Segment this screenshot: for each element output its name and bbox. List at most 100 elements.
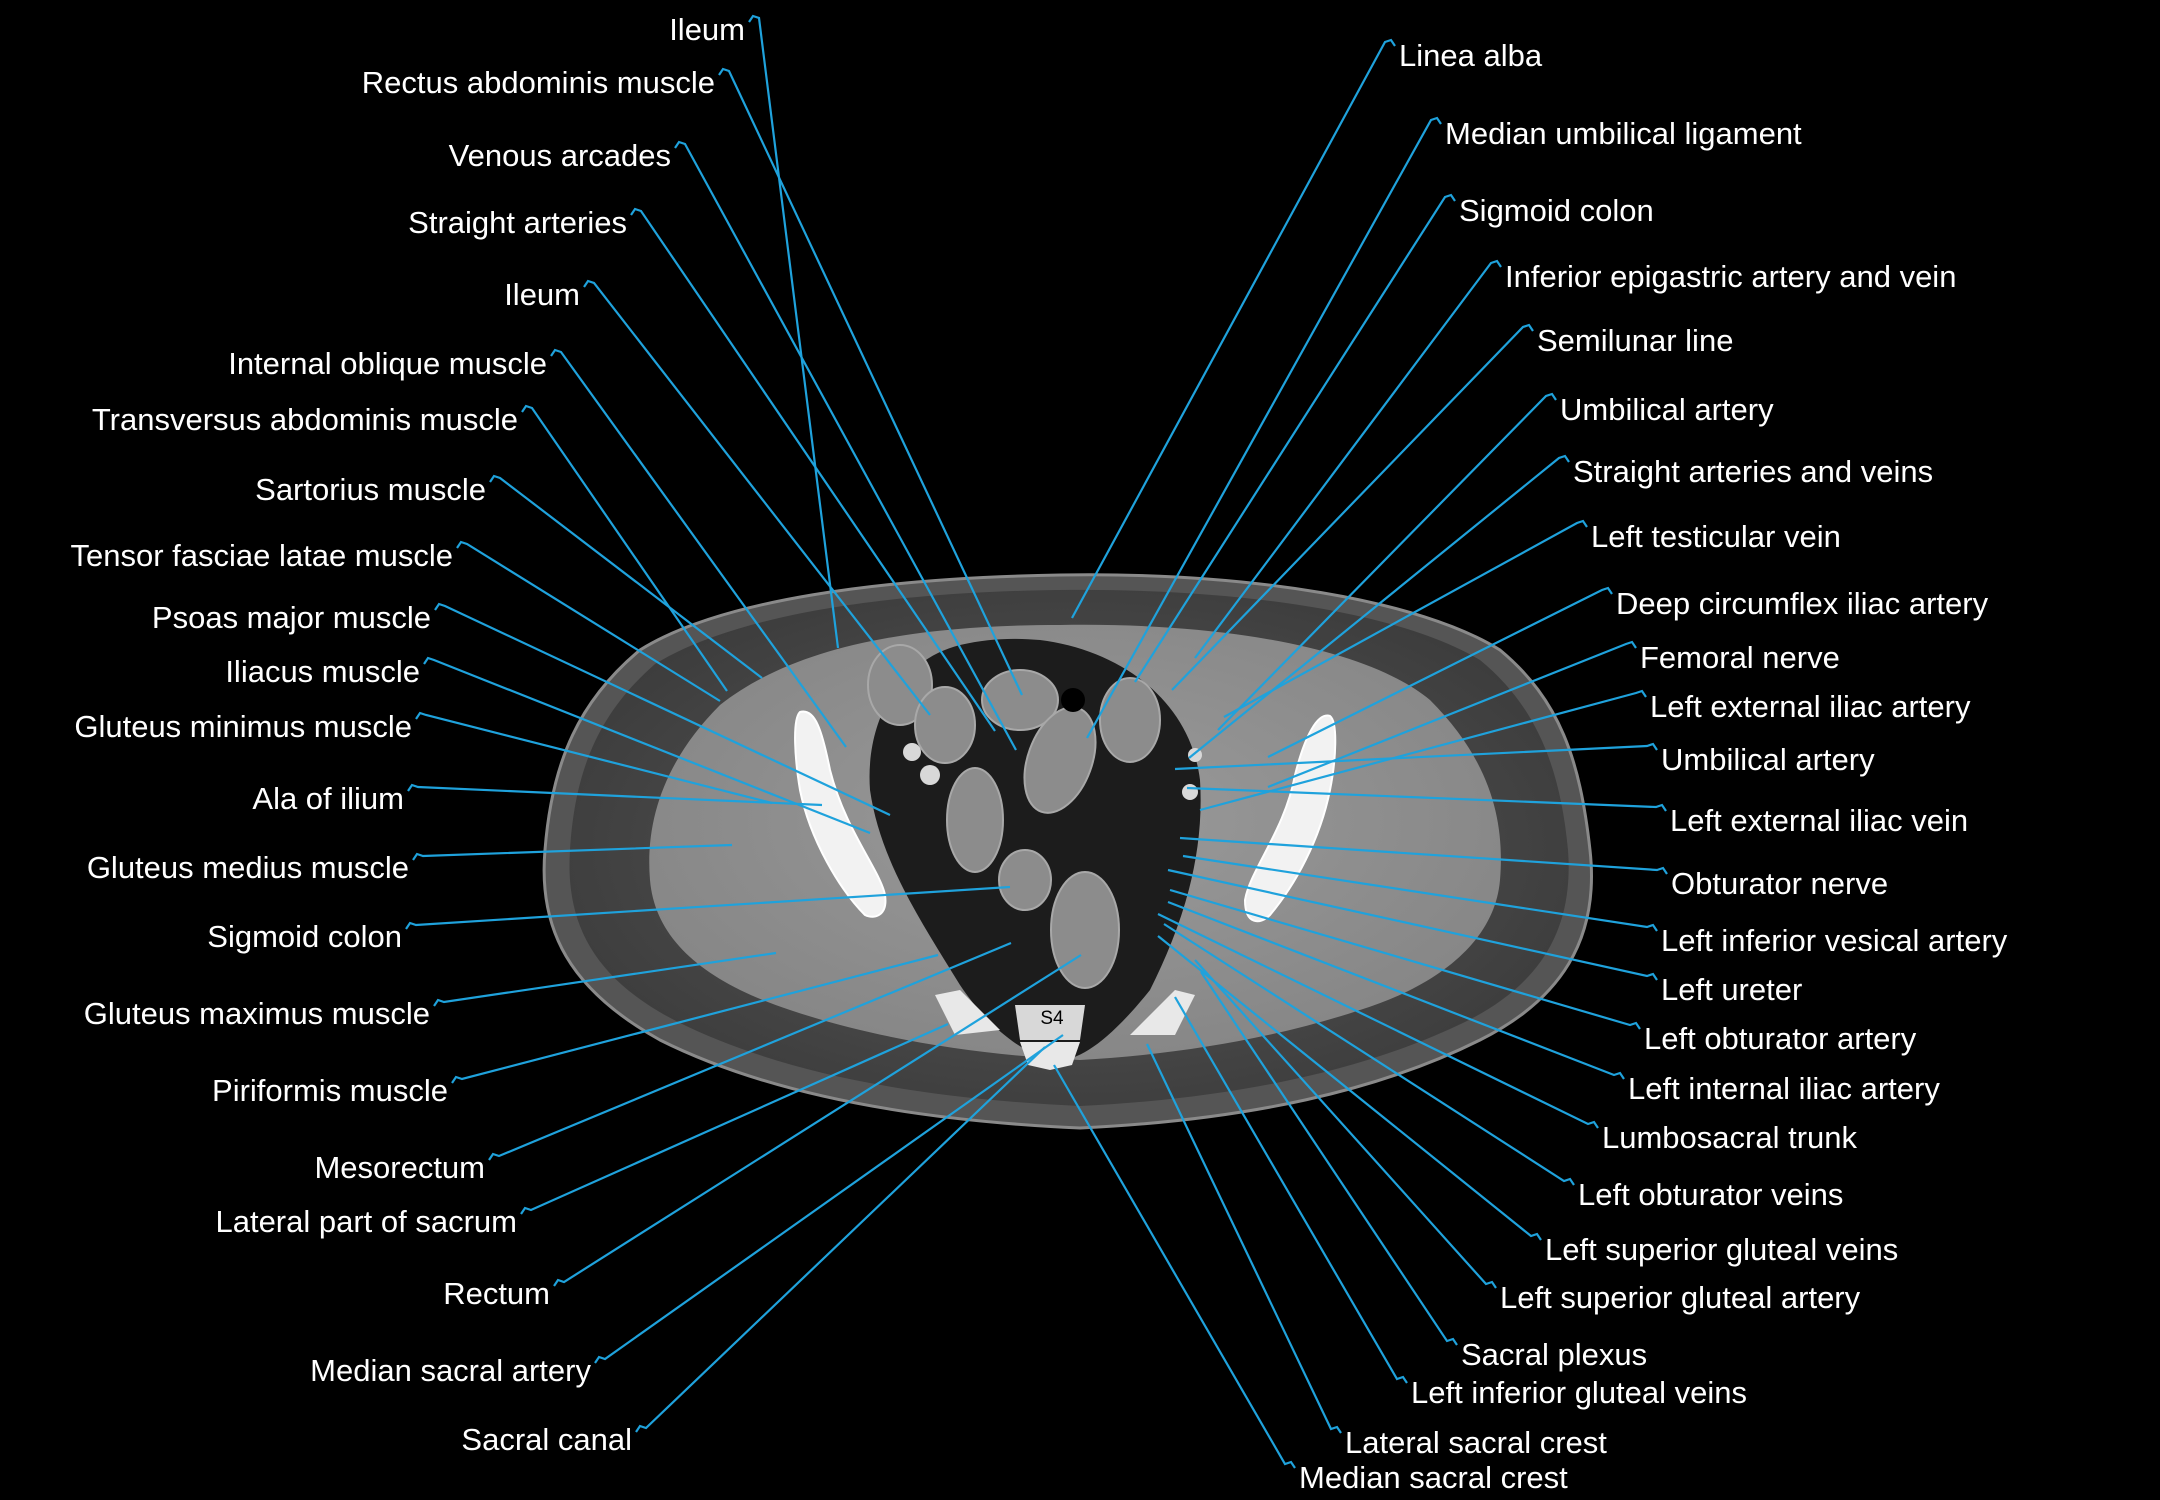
leader-line-left-rectum (553, 954, 1082, 1287)
label-left-rectus-abdominis-muscle: Rectus abdominis muscle (362, 65, 715, 100)
bowel-loops (867, 644, 1161, 989)
label-left-transversus-abdominis-muscle: Transversus abdominis muscle (92, 402, 518, 437)
leader-line-left-transversus-abdominis-muscle (521, 404, 728, 692)
label-right-straight-arteries-and-veins: Straight arteries and veins (1573, 454, 1933, 489)
label-right-femoral-nerve: Femoral nerve (1640, 640, 1840, 675)
leader-line-left-lateral-part-of-sacrum (520, 1022, 949, 1215)
label-left-median-sacral-artery: Median sacral artery (310, 1353, 591, 1388)
leader-line-right-obturator-nerve (1179, 836, 1668, 875)
leader-line-left-iliacus-muscle (423, 656, 871, 835)
label-left-gluteus-medius-muscle: Gluteus medius muscle (87, 850, 409, 885)
label-left-rectum: Rectum (443, 1276, 550, 1311)
leader-line-left-sartorius-muscle (489, 474, 763, 679)
leader-line-right-left-external-iliac-vein (1186, 786, 1667, 812)
label-left-ala-of-ilium: Ala of ilium (252, 781, 404, 816)
leader-line-left-ileum (583, 279, 931, 716)
leader-line-left-venous-arcades (674, 140, 1017, 751)
leader-line-right-left-obturator-veins (1163, 923, 1575, 1186)
leader-line-left-internal-oblique-muscle (550, 348, 847, 748)
leader-line-left-ala-of-ilium (407, 783, 823, 807)
label-right-left-testicular-vein: Left testicular vein (1591, 519, 1841, 554)
ct-slice: S4 (542, 573, 1593, 1130)
leader-line-left-mesorectum (488, 941, 1012, 1161)
label-right-left-obturator-veins: Left obturator veins (1578, 1177, 1843, 1212)
label-left-mesorectum: Mesorectum (314, 1150, 485, 1185)
leader-line-right-left-superior-gluteal-artery (1194, 959, 1497, 1289)
leader-line-left-straight-arteries (630, 207, 996, 732)
label-left-internal-oblique-muscle: Internal oblique muscle (228, 346, 547, 381)
label-right-median-umbilical-ligament: Median umbilical ligament (1445, 116, 1802, 151)
label-right-deep-circumflex-iliac-artery: Deep circumflex iliac artery (1616, 586, 1989, 621)
label-right-sigmoid-colon: Sigmoid colon (1459, 193, 1654, 228)
leader-line-left-gluteus-maximus-muscle (433, 951, 777, 1007)
leader-line-left-sacral-canal (635, 1046, 1046, 1433)
label-right-left-superior-gluteal-artery: Left superior gluteal artery (1500, 1280, 1861, 1315)
label-left-gluteus-maximus-muscle: Gluteus maximus muscle (84, 996, 430, 1031)
label-right-umbilical-artery: Umbilical artery (1560, 392, 1774, 427)
leader-line-right-lateral-sacral-crest (1146, 1043, 1342, 1434)
label-left-ileum: Ileum (504, 277, 580, 312)
leader-line-right-lumbosacral-trunk (1157, 913, 1599, 1129)
leader-line-left-median-sacral-artery (594, 1034, 1064, 1364)
leader-line-left-gluteus-medius-muscle (412, 843, 733, 861)
label-right-median-sacral-crest: Median sacral crest (1299, 1460, 1568, 1495)
leader-line-left-gluteus-minimus-muscle (415, 711, 773, 805)
leader-line-right-linea-alba (1071, 38, 1396, 619)
label-right-lateral-sacral-crest: Lateral sacral crest (1345, 1425, 1607, 1460)
label-right-left-superior-gluteal-veins: Left superior gluteal veins (1545, 1232, 1898, 1267)
bowel-gas (1061, 688, 1085, 712)
leader-line-left-piriformis-muscle (451, 953, 939, 1084)
leader-line-right-deep-circumflex-iliac-artery (1267, 586, 1613, 758)
leader-line-right-sigmoid-colon (1134, 193, 1456, 683)
label-left-venous-arcades: Venous arcades (449, 138, 671, 173)
label-left-sacral-canal: Sacral canal (461, 1422, 632, 1457)
leader-line-right-straight-arteries-and-veins (1188, 454, 1570, 759)
label-right-left-inferior-gluteal-veins: Left inferior gluteal veins (1411, 1375, 1747, 1410)
leader-line-right-left-obturator-artery (1169, 888, 1641, 1030)
label-right-inferior-epigastric-artery-and-vein: Inferior epigastric artery and vein (1505, 259, 1956, 294)
label-left-gluteus-minimus-muscle: Gluteus minimus muscle (74, 709, 412, 744)
leader-line-right-semilunar-line (1171, 323, 1534, 691)
right-ilium-bone (794, 710, 887, 918)
label-left-sigmoid-colon: Sigmoid colon (207, 919, 402, 954)
leader-line-left-ileum (748, 14, 840, 649)
leader-line-right-left-inferior-gluteal-veins (1174, 996, 1408, 1384)
label-right-lumbosacral-trunk: Lumbosacral trunk (1602, 1120, 1858, 1155)
leader-line-left-psoas-major-muscle (434, 602, 891, 816)
leader-line-right-left-superior-gluteal-veins (1157, 935, 1542, 1241)
label-right-sacral-plexus: Sacral plexus (1461, 1337, 1647, 1372)
leader-line-right-left-ureter (1167, 868, 1658, 981)
leader-line-left-sigmoid-colon (405, 885, 1011, 930)
leader-line-right-femoral-nerve (1267, 640, 1637, 789)
label-left-psoas-major-muscle: Psoas major muscle (152, 600, 431, 635)
label-right-obturator-nerve: Obturator nerve (1671, 866, 1888, 901)
leader-line-left-rectus-abdominis-muscle (718, 67, 1023, 696)
leader-line-right-median-sacral-crest (1053, 1064, 1296, 1469)
label-left-lateral-part-of-sacrum: Lateral part of sacrum (215, 1204, 517, 1239)
leader-line-right-inferior-epigastric-artery-and-vein (1194, 259, 1502, 659)
leader-line-right-left-inferior-vesical-artery (1182, 854, 1658, 932)
label-right-left-external-iliac-vein: Left external iliac vein (1670, 803, 1968, 838)
label-left-straight-arteries: Straight arteries (408, 205, 627, 240)
leader-line-right-left-testicular-vein (1223, 519, 1588, 718)
label-right-left-ureter: Left ureter (1661, 972, 1802, 1007)
sacrum (935, 990, 1195, 1070)
leader-line-right-sacral-plexus (1200, 971, 1458, 1346)
leader-line-right-umbilical-artery (1217, 392, 1557, 731)
label-left-tensor-fasciae-latae-muscle: Tensor fasciae latae muscle (70, 538, 453, 573)
leader-lines (405, 14, 1668, 1469)
leader-line-right-median-umbilical-ligament (1086, 116, 1442, 739)
label-left-piriformis-muscle: Piriformis muscle (212, 1073, 448, 1108)
label-right-linea-alba: Linea alba (1399, 38, 1543, 73)
label-left-iliacus-muscle: Iliacus muscle (225, 654, 420, 689)
label-left-sartorius-muscle: Sartorius muscle (255, 472, 486, 507)
label-right-semilunar-line: Semilunar line (1537, 323, 1733, 358)
label-right-left-obturator-artery: Left obturator artery (1644, 1021, 1917, 1056)
label-right-umbilical-artery: Umbilical artery (1661, 742, 1875, 777)
label-right-left-internal-iliac-artery: Left internal iliac artery (1628, 1071, 1940, 1106)
label-left-ileum: Ileum (669, 12, 745, 47)
label-right-left-external-iliac-artery: Left external iliac artery (1650, 689, 1971, 724)
